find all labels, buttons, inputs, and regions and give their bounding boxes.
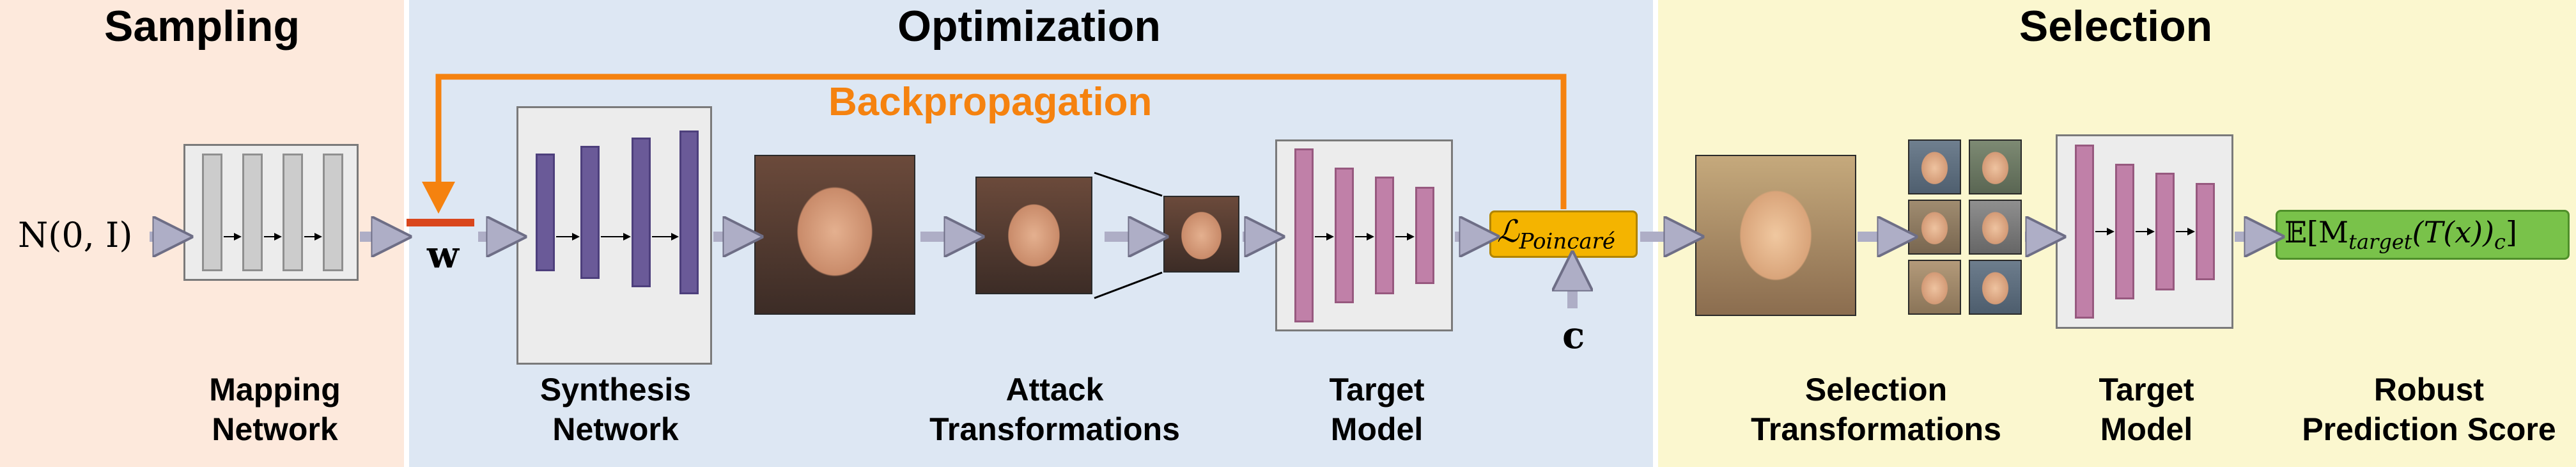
selection-thumbnail xyxy=(1969,200,2022,255)
mapping-layer xyxy=(202,154,222,271)
caption-line: Synthesis xyxy=(539,372,692,408)
synthesis-layer xyxy=(580,146,600,279)
caption-line: Target xyxy=(1329,372,1425,408)
caption-line: Prediction Score xyxy=(2302,411,2556,447)
caption-line: Mapping xyxy=(209,372,341,408)
target-model-layer xyxy=(2115,164,2134,299)
target-model-layer xyxy=(1415,187,1434,284)
optimization-title: Optimization xyxy=(897,2,1161,51)
caption-synthesis-network: Synthesis Network xyxy=(540,370,691,449)
selection-title: Selection xyxy=(2019,2,2213,51)
loss-subscript: Poincaré xyxy=(1519,228,1616,255)
poincare-loss-label: ℒPoincaré xyxy=(1497,214,1615,255)
target-model-layer xyxy=(2075,145,2094,319)
target-model-layer xyxy=(1294,148,1314,322)
robust-score-label: 𝔼[Mtarget(T(x))c] xyxy=(2285,215,2517,254)
class-c-label: c xyxy=(1562,313,1585,357)
caption-target-model-selection: Target Model xyxy=(2099,370,2194,449)
selection-thumbnail xyxy=(1969,139,2022,194)
caption-robust-prediction-score: Robust Prediction Score xyxy=(2302,370,2556,449)
backpropagation-label: Backpropagation xyxy=(828,80,1152,124)
caption-line: Network xyxy=(212,411,338,447)
caption-line: Robust xyxy=(2373,372,2485,408)
target-model-layer xyxy=(2155,173,2175,290)
crop-connector xyxy=(1094,271,1163,299)
robust-score-box xyxy=(2276,210,2570,260)
target-model-layer xyxy=(1335,168,1354,303)
generated-face-image xyxy=(754,155,915,315)
poincare-loss-box xyxy=(1489,210,1638,258)
selected-face-image xyxy=(1695,155,1856,316)
crop-connector xyxy=(1094,171,1163,197)
backprop-path xyxy=(435,74,1567,209)
latent-w-label: w xyxy=(427,233,459,276)
caption-line: Target xyxy=(2099,372,2194,408)
caption-target-model-optimization: Target Model xyxy=(1329,370,1424,449)
caption-line: Transformations xyxy=(929,411,1180,447)
caption-line: Transformations xyxy=(1751,411,2001,447)
selection-thumbnail xyxy=(1908,139,1961,194)
caption-line: Selection xyxy=(1804,372,1948,408)
selection-thumbnail xyxy=(1908,260,1961,315)
caption-attack-transformations: Attack Transformations xyxy=(929,370,1180,449)
mapping-layer xyxy=(283,154,303,271)
selection-thumbnail xyxy=(1969,260,2022,315)
caption-mapping-network: Mapping Network xyxy=(209,370,341,449)
attack-cropped-face xyxy=(1163,196,1239,273)
score-middle: (T(x)) xyxy=(2412,215,2495,249)
caption-line: Attack xyxy=(1005,372,1104,408)
synthesis-layer xyxy=(536,154,555,271)
attack-transformed-face xyxy=(975,177,1092,294)
target-model-layer xyxy=(1375,177,1394,294)
caption-line: Model xyxy=(2100,411,2193,447)
mapping-layer xyxy=(242,154,263,271)
score-suffix: ] xyxy=(2505,215,2517,249)
synthesis-layer xyxy=(679,131,699,294)
sampling-title: Sampling xyxy=(104,2,300,51)
synthesis-layer xyxy=(632,138,651,287)
target-model-layer xyxy=(2196,183,2215,280)
score-subscript: target xyxy=(2348,230,2412,255)
caption-line: Model xyxy=(1330,411,1424,447)
caption-selection-transformations: Selection Transformations xyxy=(1751,370,2001,449)
loss-symbol: ℒ xyxy=(1497,214,1519,249)
score-prefix: 𝔼[M xyxy=(2285,215,2349,249)
noise-input-label: N(0, I) xyxy=(18,215,133,255)
mapping-layer xyxy=(323,154,343,271)
caption-line: Network xyxy=(552,411,679,447)
score-class: c xyxy=(2494,230,2506,255)
backprop-arrowhead xyxy=(422,182,455,214)
